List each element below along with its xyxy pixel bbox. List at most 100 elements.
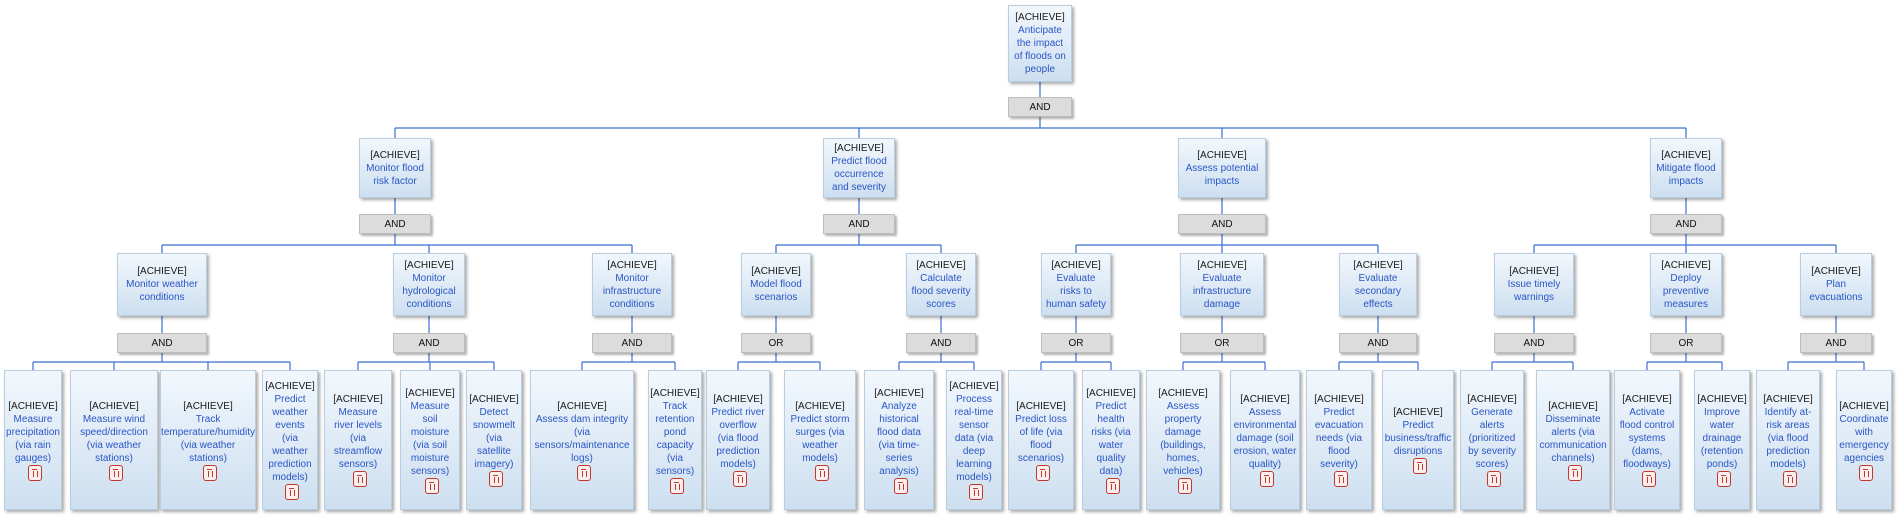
subgoal-level2[interactable]: [ACHIEVE]Deploy preventive measures (1650, 253, 1722, 316)
goal-title: Measure river levels (via streamflow sen… (333, 407, 383, 470)
trash-icon[interactable] (1716, 471, 1731, 487)
goal-title: Measure precipitation (via rain gauges) (6, 413, 60, 464)
achieve-tag: [ACHIEVE] (1016, 400, 1066, 412)
leaf-goal[interactable]: [ACHIEVE]Measure wind speed/direction (v… (70, 370, 158, 510)
trash-icon[interactable] (108, 464, 123, 481)
subgoal-level1[interactable]: [ACHIEVE]Monitor flood risk factor (359, 138, 431, 198)
trash-icon[interactable] (1333, 471, 1348, 487)
refinement-operator[interactable]: OR (1041, 333, 1111, 353)
trash-icon[interactable] (352, 471, 367, 487)
refinement-operator[interactable]: AND (1494, 333, 1574, 353)
achieve-tag: [ACHIEVE] (1697, 394, 1747, 405)
subgoal-level2[interactable]: [ACHIEVE]Plan evacuations (1800, 253, 1872, 316)
leaf-goal[interactable]: [ACHIEVE]Activate flood control systems … (1614, 370, 1680, 510)
trash-icon[interactable] (1105, 477, 1120, 494)
leaf-goal[interactable]: [ACHIEVE]Assess environmental damage (so… (1230, 370, 1300, 510)
refinement-operator[interactable]: AND (117, 333, 207, 353)
goal-title: Improve water drainage (retention ponds) (1700, 407, 1744, 470)
subgoal-level1[interactable]: [ACHIEVE]Mitigate flood impacts (1650, 138, 1722, 198)
refinement-operator[interactable]: AND (393, 333, 465, 353)
refinement-operator[interactable]: OR (1180, 333, 1264, 353)
refinement-operator[interactable]: AND (592, 333, 672, 353)
leaf-goal[interactable]: [ACHIEVE]Disseminate alerts (via communi… (1536, 370, 1610, 510)
leaf-goal[interactable]: [ACHIEVE]Generate alerts (prioritized by… (1460, 370, 1524, 510)
achieve-tag: [ACHIEVE] (1353, 259, 1403, 271)
leaf-goal[interactable]: [ACHIEVE]Measure river levels (via strea… (324, 370, 392, 510)
trash-icon[interactable] (1782, 471, 1797, 487)
trash-icon[interactable] (202, 464, 217, 481)
refinement-operator[interactable]: AND (1800, 333, 1872, 353)
trash-icon[interactable] (284, 484, 299, 500)
leaf-goal[interactable]: [ACHIEVE]Predict business/traffic disrup… (1382, 370, 1454, 510)
leaf-goal[interactable]: [ACHIEVE]Measure precipitation (via rain… (4, 370, 62, 510)
subgoal-level2[interactable]: [ACHIEVE]Evaluate infrastructure damage (1180, 253, 1264, 316)
trash-icon[interactable] (488, 471, 503, 487)
leaf-goal[interactable]: [ACHIEVE]Predict health risks (via water… (1082, 370, 1140, 510)
refinement-operator[interactable]: AND (1178, 214, 1266, 234)
trash-icon[interactable] (893, 477, 908, 494)
refinement-operator[interactable]: AND (1339, 333, 1417, 353)
trash-icon[interactable] (576, 464, 591, 481)
leaf-goal[interactable]: [ACHIEVE]Predict loss of life (via flood… (1008, 370, 1074, 510)
trash-icon[interactable] (732, 471, 747, 487)
subgoal-level2[interactable]: [ACHIEVE]Evaluate secondary effects (1339, 253, 1417, 316)
subgoal-level2[interactable]: [ACHIEVE]Calculate flood severity scores (906, 253, 976, 316)
trash-icon[interactable] (1412, 458, 1427, 474)
refinement-operator[interactable]: AND (1008, 97, 1072, 117)
goal-title: Evaluate infrastructure damage (1192, 272, 1252, 310)
goal-title: Evaluate secondary effects (1354, 272, 1402, 310)
leaf-goal[interactable]: [ACHIEVE]Process real-time sensor data (… (946, 370, 1002, 510)
subgoal-level1[interactable]: [ACHIEVE]Assess potential impacts (1178, 138, 1266, 198)
achieve-tag: [ACHIEVE] (1622, 394, 1672, 405)
leaf-goal[interactable]: [ACHIEVE]Track temperature/humidity (via… (160, 370, 256, 510)
subgoal-level2[interactable]: [ACHIEVE]Model flood scenarios (741, 253, 811, 316)
trash-icon[interactable] (1177, 477, 1192, 494)
refinement-operator[interactable]: AND (823, 214, 895, 234)
trash-icon[interactable] (424, 477, 439, 494)
trash-icon[interactable] (27, 464, 42, 481)
leaf-goal[interactable]: [ACHIEVE]Detect snowmelt (via satellite … (466, 370, 522, 510)
trash-icon[interactable] (1259, 471, 1274, 487)
trash-icon[interactable] (1486, 471, 1501, 487)
trash-icon[interactable] (1858, 464, 1873, 481)
achieve-tag: [ACHIEVE] (89, 400, 139, 412)
leaf-goal[interactable]: [ACHIEVE]Coordinate with emergency agenc… (1836, 370, 1892, 510)
trash-icon[interactable] (968, 484, 983, 500)
goal-title: Track retention pond capacity (via senso… (655, 400, 695, 477)
leaf-goal[interactable]: [ACHIEVE]Predict storm surges (via weath… (784, 370, 856, 510)
trash-icon[interactable] (1641, 471, 1656, 487)
subgoal-level2[interactable]: [ACHIEVE]Issue timely warnings (1494, 253, 1574, 316)
refinement-operator[interactable]: AND (359, 214, 431, 234)
leaf-goal[interactable]: [ACHIEVE]Analyze historical flood data (… (864, 370, 934, 510)
subgoal-level2[interactable]: [ACHIEVE]Monitor infrastructure conditio… (592, 253, 672, 316)
achieve-tag: [ACHIEVE] (265, 381, 315, 392)
trash-icon[interactable] (814, 464, 829, 481)
achieve-tag: [ACHIEVE] (8, 400, 58, 412)
subgoal-level2[interactable]: [ACHIEVE]Evaluate risks to human safety (1041, 253, 1111, 316)
leaf-goal[interactable]: [ACHIEVE]Predict evacuation needs (via f… (1306, 370, 1372, 510)
leaf-goal[interactable]: [ACHIEVE]Predict weather events (via wea… (262, 370, 318, 510)
leaf-goal[interactable]: [ACHIEVE]Measure soil moisture (via soil… (400, 370, 460, 510)
leaf-goal[interactable]: [ACHIEVE]Assess property damage (buildin… (1146, 370, 1220, 510)
leaf-goal[interactable]: [ACHIEVE]Track retention pond capacity (… (648, 370, 702, 510)
leaf-goal[interactable]: [ACHIEVE]Assess dam integrity (via senso… (530, 370, 634, 510)
subgoal-level2[interactable]: [ACHIEVE]Monitor weather conditions (117, 253, 207, 316)
trash-icon[interactable] (1035, 464, 1050, 481)
goal-title: Model flood scenarios (750, 279, 802, 303)
trash-icon[interactable] (669, 477, 684, 494)
refinement-operator[interactable]: OR (741, 333, 811, 353)
achieve-tag: [ACHIEVE] (834, 143, 884, 154)
trash-icon[interactable] (1567, 464, 1582, 481)
root-goal[interactable]: [ACHIEVE]Anticipate the impact of floods… (1008, 5, 1072, 82)
leaf-goal[interactable]: [ACHIEVE]Predict river overflow (via flo… (706, 370, 770, 510)
achieve-tag: [ACHIEVE] (874, 387, 924, 399)
refinement-operator[interactable]: AND (906, 333, 976, 353)
refinement-operator[interactable]: AND (1650, 214, 1722, 234)
leaf-goal[interactable]: [ACHIEVE] Improve water drainage (retenti… (1694, 370, 1750, 510)
leaf-goal[interactable]: [ACHIEVE]Identify at-risk areas (via flo… (1756, 370, 1820, 510)
refinement-operator[interactable]: OR (1650, 333, 1722, 353)
achieve-tag: [ACHIEVE] (1197, 259, 1247, 271)
subgoal-level1[interactable]: [ACHIEVE]Predict flood occurrence and se… (823, 138, 895, 198)
subgoal-level2[interactable]: [ACHIEVE]Monitor hydrological conditions (393, 253, 465, 316)
